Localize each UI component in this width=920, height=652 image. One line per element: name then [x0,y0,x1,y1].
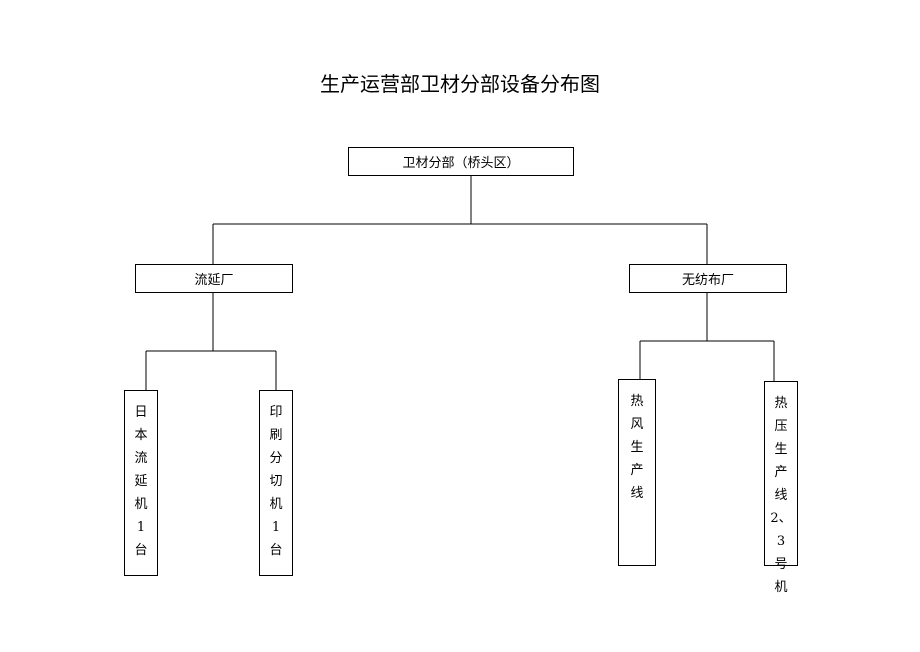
leaf-char: 2、 [770,511,792,526]
branch-node-label: 流延厂 [194,273,234,288]
branch-node-left: 流延厂 [135,264,293,293]
leaf-char: 线 [774,488,788,503]
leaf-char: 产 [774,465,788,480]
leaf-char: 刷 [269,428,283,443]
leaf-node-3: 热 风 生 产 线 [618,379,656,566]
leaf-node-1: 日 本 流 延 机 1 台 [124,390,158,576]
leaf-char: 压 [774,419,788,434]
leaf-char: 热 [630,394,644,409]
leaf-char: 风 [630,417,644,432]
leaf-char: 号 [774,557,788,572]
leaf-char: 机 [774,580,788,595]
leaf-char: 机 [269,497,283,512]
leaf-char: 机 [134,497,148,512]
leaf-node-4: 热 压 生 产 线 2、 3 号 机 [764,381,798,595]
leaf-char: 印 [269,405,283,420]
leaf-char: 1 [136,520,146,535]
branch-node-right: 无纺布厂 [629,264,787,293]
root-node-label: 卫材分部（桥头区） [402,156,520,171]
leaf-char: 生 [774,442,788,457]
leaf-char: 台 [269,543,283,558]
leaf-char: 热 [774,396,788,411]
leaf-char: 台 [134,543,148,558]
diagram-title: 生产运营部卫材分部设备分布图 [320,72,600,96]
leaf-char: 1 [271,520,281,535]
root-node: 卫材分部（桥头区） [348,147,574,176]
leaf-char: 3 [776,534,786,549]
leaf-char: 分 [269,451,283,466]
leaf-char: 本 [134,428,148,443]
leaf-char: 切 [269,474,283,489]
leaf-node-2: 印 刷 分 切 机 1 台 [259,390,293,576]
branch-node-label: 无纺布厂 [681,273,734,288]
leaf-char: 流 [134,451,148,466]
leaf-char: 线 [630,486,644,501]
leaf-char: 产 [630,463,644,478]
leaf-char: 延 [134,474,148,489]
leaf-char: 生 [630,440,644,455]
leaf-char: 日 [134,405,148,420]
